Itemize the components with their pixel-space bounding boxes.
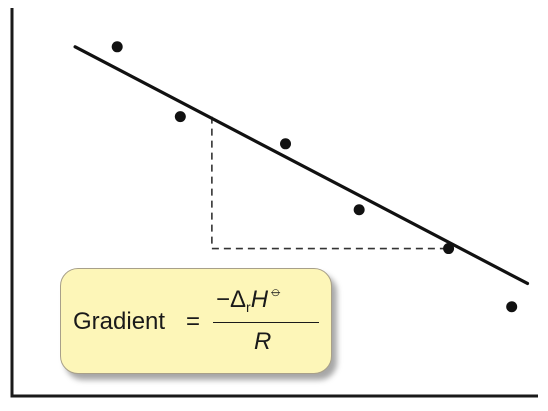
data-point: [111, 41, 123, 53]
data-point: [443, 243, 455, 255]
data-point: [353, 204, 365, 216]
numerator-variable: H: [250, 286, 269, 313]
gradient-triangle: [211, 116, 449, 250]
gradient-callout: Gradient = −ΔrH⦵ R: [60, 268, 332, 374]
best-fit-line: [73, 45, 530, 286]
gradient-label: Gradient: [73, 308, 166, 335]
data-point: [174, 111, 186, 123]
numerator-subscript: r: [246, 299, 251, 315]
fraction-bar: [213, 322, 319, 323]
best-fit-line-segment: [73, 45, 530, 286]
gradient-equation: Gradient = −ΔrH⦵ R: [61, 269, 331, 373]
data-point: [280, 138, 292, 150]
data-points: [111, 41, 518, 313]
standard-state-symbol: ⦵: [269, 283, 283, 300]
data-point: [506, 301, 518, 313]
fraction-numerator: −ΔrH⦵: [216, 283, 283, 315]
numerator-prefix: −Δ: [216, 286, 247, 313]
equals-sign: =: [186, 308, 201, 335]
fraction-denominator: R: [254, 328, 272, 355]
